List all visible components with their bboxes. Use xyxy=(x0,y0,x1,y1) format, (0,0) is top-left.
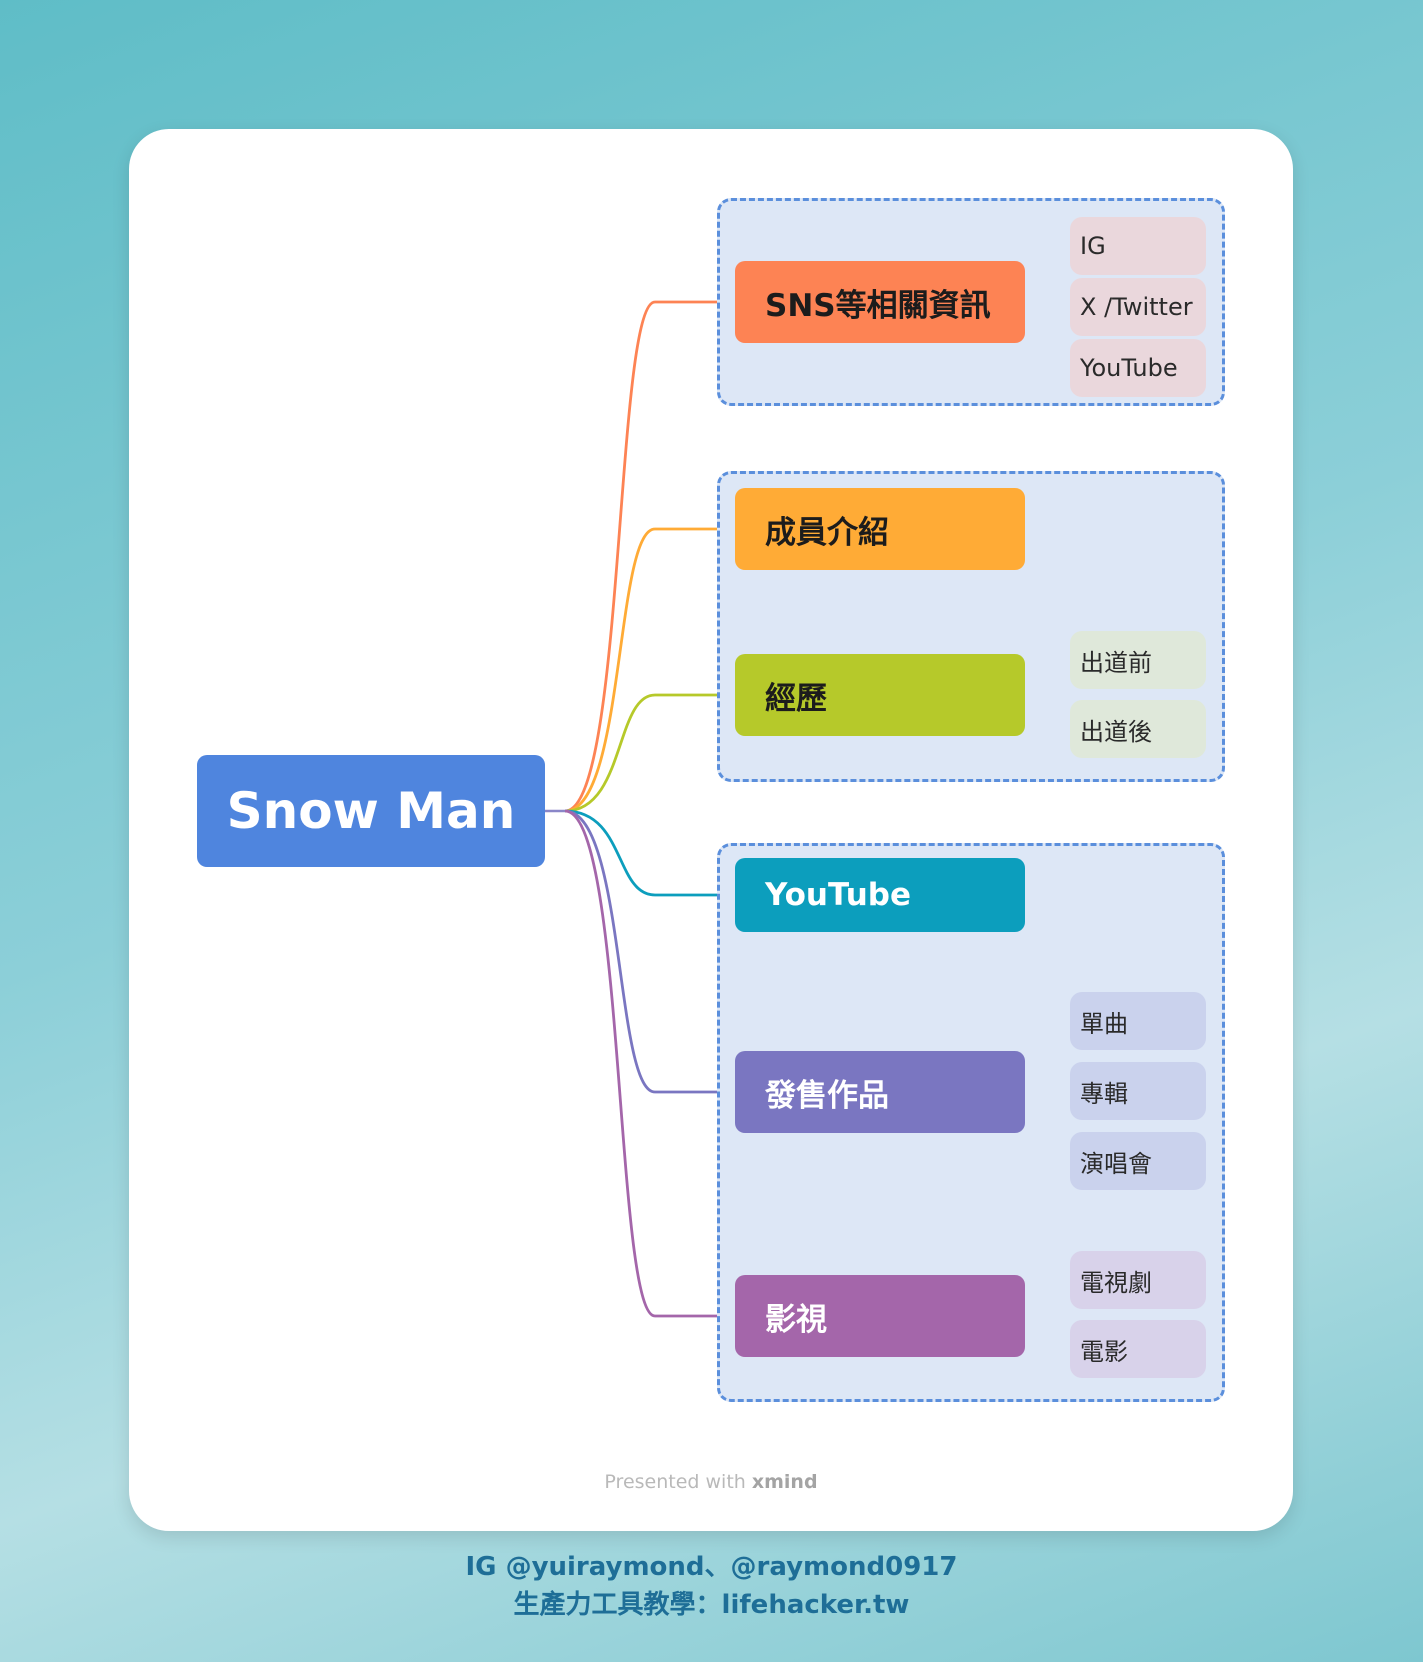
leaf-topic[interactable]: 演唱會 xyxy=(1070,1132,1206,1190)
branch-topic[interactable]: SNS等相關資訊 xyxy=(735,261,1025,343)
leaf-topic[interactable]: 出道後 xyxy=(1070,700,1206,758)
leaf-topic[interactable]: IG xyxy=(1070,217,1206,275)
leaf-topic[interactable]: 出道前 xyxy=(1070,631,1206,689)
branch-topic[interactable]: YouTube xyxy=(735,858,1025,932)
branch-connector xyxy=(564,809,735,897)
watermark-prefix: Presented with xyxy=(604,1471,746,1493)
branch-topic[interactable]: 發售作品 xyxy=(735,1051,1025,1133)
branch-connector xyxy=(564,300,735,813)
root-topic[interactable]: Snow Man xyxy=(197,755,545,867)
leaf-topic[interactable]: 電視劇 xyxy=(1070,1251,1206,1309)
branch-topic[interactable]: 經歷 xyxy=(735,654,1025,736)
leaf-topic[interactable]: 專輯 xyxy=(1070,1062,1206,1120)
leaf-topic[interactable]: 電影 xyxy=(1070,1320,1206,1378)
branch-connector xyxy=(564,527,735,813)
leaf-topic[interactable]: YouTube xyxy=(1070,339,1206,397)
leaf-topic[interactable]: X /Twitter xyxy=(1070,278,1206,336)
branch-topic[interactable]: 成員介紹 xyxy=(735,488,1025,570)
footer-line-site: 生產力工具教學：lifehacker.tw xyxy=(513,1590,910,1620)
watermark-brand: xmind xyxy=(751,1471,818,1493)
footer-line-social: IG @yuiraymond、@raymond0917 xyxy=(465,1552,958,1582)
branch-connector xyxy=(564,693,735,813)
branch-connector xyxy=(564,809,735,1094)
xmind-watermark: Presented with xmind xyxy=(129,1471,1293,1493)
credits-footer: IG @yuiraymond、@raymond0917 生產力工具教學：life… xyxy=(0,1548,1423,1624)
branch-topic[interactable]: 影視 xyxy=(735,1275,1025,1357)
leaf-topic[interactable]: 單曲 xyxy=(1070,992,1206,1050)
branch-connector xyxy=(564,809,735,1318)
